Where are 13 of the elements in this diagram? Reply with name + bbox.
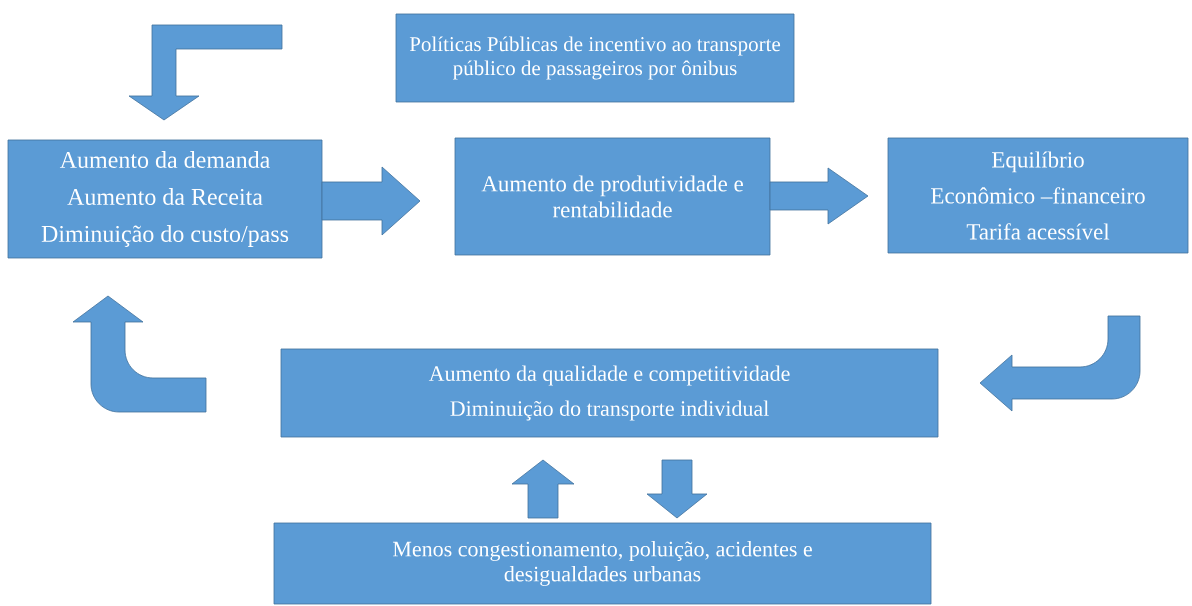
- process-box: Políticas Públicas de incentivo ao transporte público de passageiros por ônibus: [395, 13, 795, 103]
- process-box: Aumento da demanda Aumento da Receita Diminuição do custo/pass: [7, 139, 323, 259]
- block-arrow: [769, 167, 869, 225]
- block-arrow: [511, 459, 575, 519]
- process-box: Menos congestionamento, poluição, acidentes e desigualdades urbanas: [273, 522, 932, 605]
- block-arrow: [72, 295, 207, 413]
- process-box: Aumento da qualidade e competitividade Diminuição do transporte individual: [280, 348, 939, 438]
- process-box: Aumento de produtividade e rentabilidade: [454, 137, 771, 256]
- block-arrow: [646, 459, 708, 519]
- block-arrow: [979, 315, 1141, 412]
- block-arrow: [128, 24, 283, 121]
- block-arrow: [321, 166, 421, 236]
- process-box: Equilíbrio Econômico –financeiro Tarifa acessível: [887, 137, 1189, 254]
